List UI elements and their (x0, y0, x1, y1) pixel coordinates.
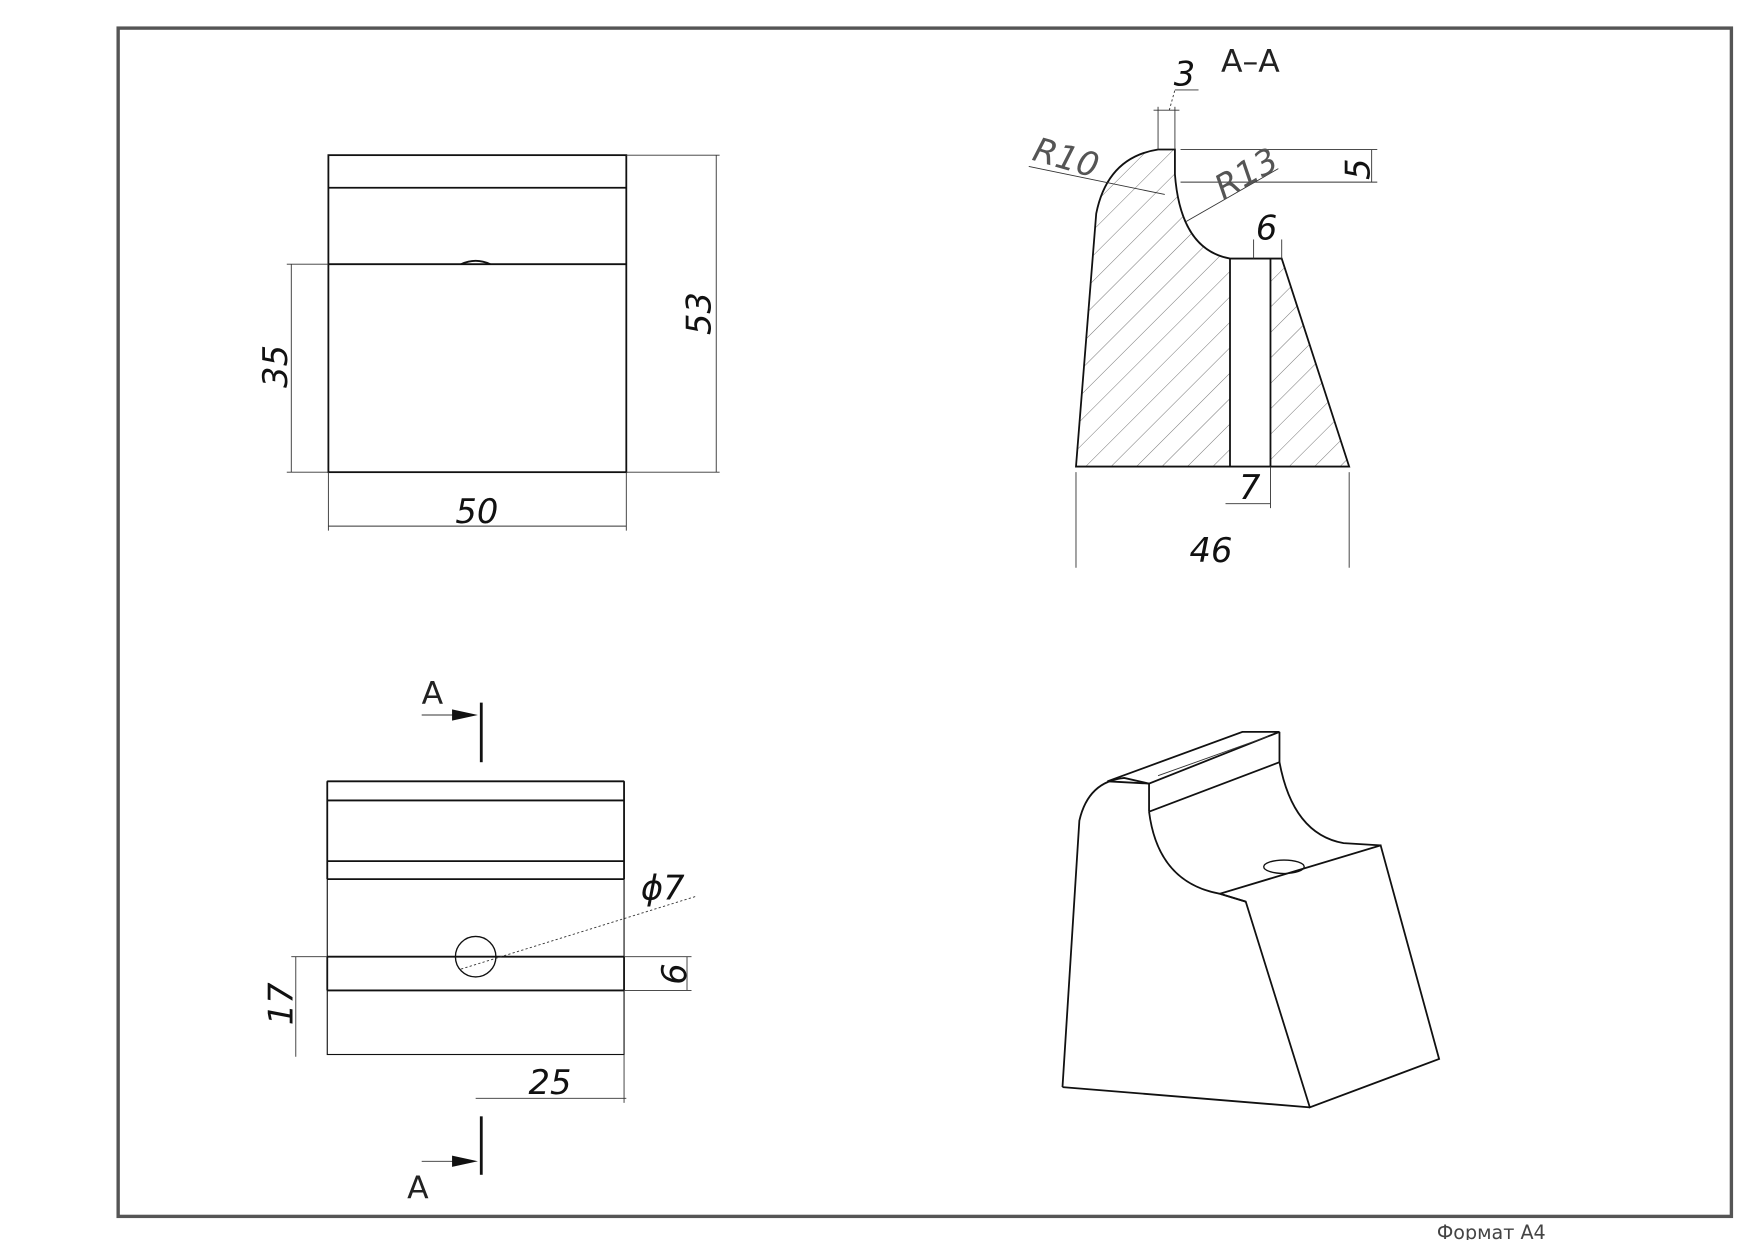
dim-7: 7 (1239, 468, 1261, 507)
section-mark-bottom: А (407, 1170, 429, 1206)
dim-3: 3 (1174, 54, 1195, 93)
front-view: 35 53 50 (256, 154, 720, 531)
format-label: Формат А4 (1437, 1221, 1546, 1240)
hole-ellipse (1263, 859, 1305, 875)
dim-5: 5 (1338, 158, 1377, 179)
section-mark-top: А (422, 676, 444, 712)
dim-46: 46 (1190, 531, 1233, 570)
dim-53: 53 (680, 292, 719, 335)
drawing-frame (116, 26, 1734, 1219)
dim-50: 50 (455, 492, 498, 531)
isometric-view (1061, 730, 1441, 1109)
dim-6-section: 6 (1256, 208, 1277, 247)
dim-r13: R13 (1208, 140, 1285, 207)
section-title: А–А (1221, 44, 1280, 80)
arrow-icon (452, 709, 478, 721)
arrow-icon (452, 1155, 478, 1167)
top-view: ϕ7 6 17 25 А А (261, 676, 698, 1206)
dim-r10: R10 (1029, 130, 1104, 186)
section-view: А–А 3 5 R10 R13 6 7 46 (1028, 44, 1377, 570)
hole-circle (454, 935, 497, 978)
dim-17: 17 (261, 982, 300, 1025)
dim-phi7: ϕ7 (641, 868, 685, 907)
dim-35: 35 (256, 345, 295, 388)
dim-6-top: 6 (655, 963, 694, 984)
dim-25: 25 (528, 1063, 571, 1102)
